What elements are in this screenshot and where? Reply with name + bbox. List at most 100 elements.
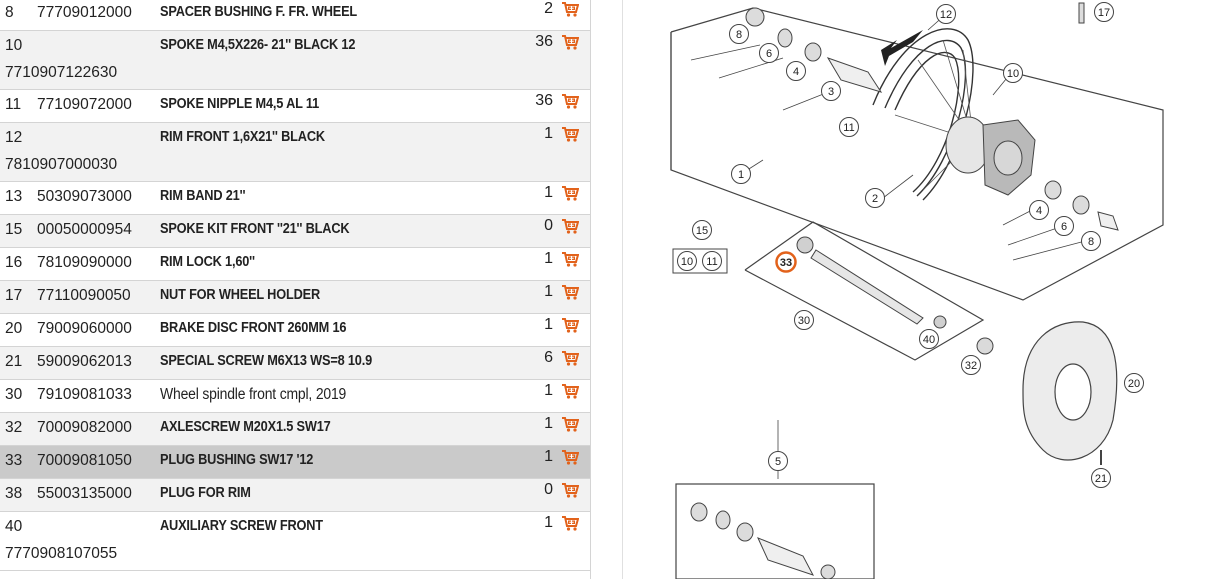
shopping-cart-plus-icon[interactable] [562,94,579,109]
article-number: 77709012000 [37,4,132,21]
quantity: 0 [544,217,553,234]
callout-number: 8 [1088,236,1094,248]
bearings-top [745,7,883,93]
callout-number: 20 [1128,378,1140,390]
callout-circle[interactable] [936,4,956,24]
shopping-cart-plus-icon[interactable] [562,219,579,234]
callout-number: 12 [940,9,952,21]
callout-circle[interactable] [677,251,697,271]
quantity: 1 [544,514,553,531]
callout-circle[interactable] [1081,231,1101,251]
shopping-cart-plus-icon[interactable] [562,127,579,142]
callout-number: 33 [780,257,792,269]
shopping-cart-plus-icon[interactable] [562,252,579,267]
callout-circle[interactable] [692,220,712,240]
quantity: 1 [544,125,553,142]
callout-number: 10 [681,256,693,268]
callout-circle[interactable] [702,251,722,271]
direction-arrow [881,30,923,66]
shopping-cart-plus-icon[interactable] [562,2,579,17]
callout-number: 1 [738,169,744,181]
callout-circle[interactable] [919,329,939,349]
position-number: 16 [5,254,23,271]
position-number: 17 [5,287,23,304]
quantity: 1 [544,448,553,465]
quantity: 0 [544,481,553,498]
position-number: 40 [5,518,23,535]
shopping-cart-plus-icon[interactable] [562,483,579,498]
quantity: 1 [544,250,553,267]
part-description: SPOKE M4,5X226- 21'' BLACK 12 [160,37,356,53]
article-number: 7810907000030 [5,156,118,173]
callout-circle[interactable] [865,188,885,208]
callout-number: 17 [1098,7,1110,19]
callout-circle[interactable] [1054,216,1074,236]
callout-number: 2 [872,193,878,205]
position-number: 21 [5,353,23,370]
callout-number: 4 [1036,205,1042,217]
callout-circle[interactable] [786,61,806,81]
spare-parts-box [675,483,875,579]
spare-parts [690,502,836,579]
article-number: 78109090000 [37,254,132,271]
callout-circle[interactable] [729,24,749,44]
callout-circle[interactable] [1124,373,1144,393]
callout-circle[interactable] [1029,200,1049,220]
part-description: PLUG FOR RIM [160,485,251,501]
callout-circle[interactable] [839,117,859,137]
callout-circle[interactable] [1094,2,1114,22]
callout-number: 15 [696,225,708,237]
callout-number: 5 [775,456,781,468]
shopping-cart-plus-icon[interactable] [562,35,579,50]
shopping-cart-plus-icon[interactable] [562,285,579,300]
callout-number: 11 [843,122,854,134]
shopping-cart-plus-icon[interactable] [562,450,579,465]
shopping-cart-plus-icon[interactable] [562,417,579,432]
article-number: 79009060000 [37,320,132,337]
quantity: 6 [544,349,553,366]
position-number: 11 [5,96,22,113]
callout-circle[interactable] [768,451,788,471]
shopping-cart-plus-icon[interactable] [562,351,579,366]
callout-circle[interactable] [794,310,814,330]
callout-circle[interactable] [731,164,751,184]
callout-number: 8 [736,29,742,41]
callout-circle[interactable] [1091,468,1111,488]
position-number: 12 [5,129,23,146]
callout-circle[interactable] [759,43,779,63]
part-description: SPACER BUSHING F. FR. WHEEL [160,4,358,20]
shopping-cart-plus-icon[interactable] [562,384,579,399]
callout-circle[interactable] [1003,63,1023,83]
shopping-cart-plus-icon[interactable] [562,186,579,201]
quantity: 1 [544,415,553,432]
article-number: 79109081033 [37,386,132,403]
wheel-spindle [796,236,947,329]
quantity: 1 [544,283,553,300]
callout-circle[interactable] [821,81,841,101]
wheel-assembly-outline [670,7,1164,301]
shopping-cart-plus-icon[interactable] [562,516,579,531]
part-description: SPOKE KIT FRONT ''21'' BLACK [160,221,350,237]
callout-circle[interactable] [961,355,981,375]
shopping-cart-plus-icon[interactable] [562,318,579,333]
position-number: 32 [5,419,23,436]
part-description: NUT FOR WHEEL HOLDER [160,287,320,303]
part-description: PLUG BUSHING SW17 '12 [160,452,314,468]
callout-circle[interactable] [775,251,797,273]
